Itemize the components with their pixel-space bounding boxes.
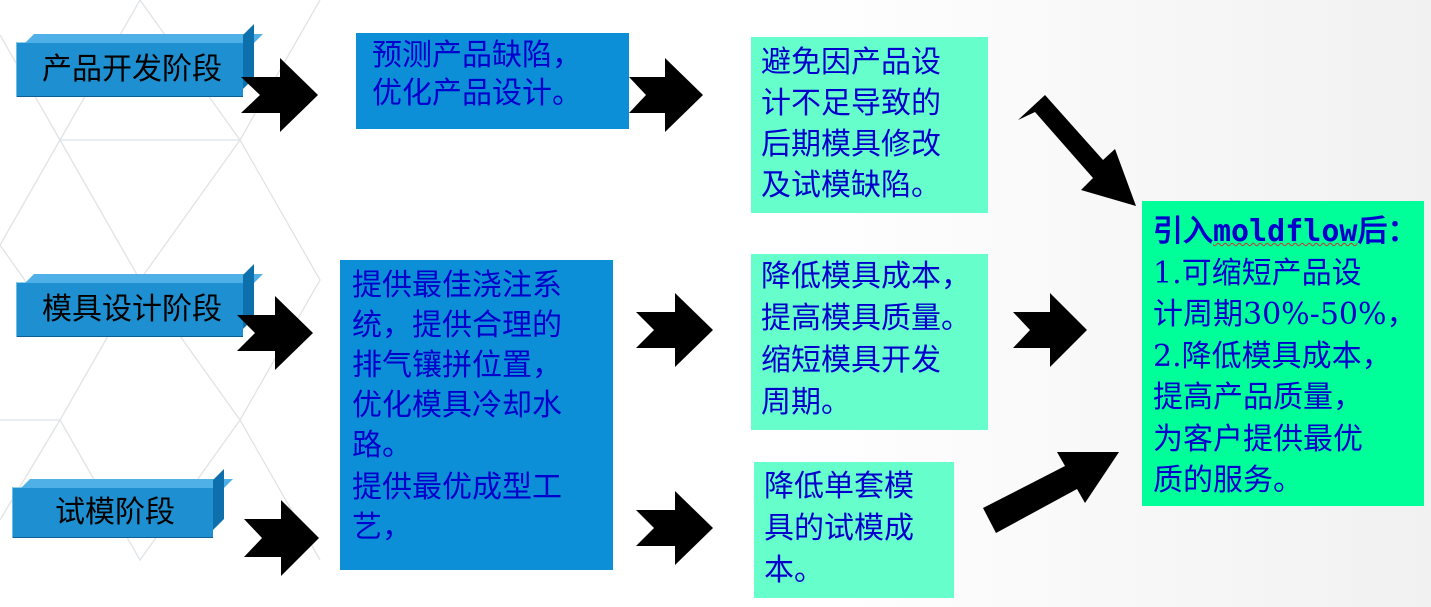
- text-line: 优化模具冷却水: [352, 388, 562, 423]
- text-line: 优化产品设计。: [372, 76, 582, 111]
- text-line: 提供最优成型工: [352, 470, 562, 505]
- summary-line: 提高产品质量，: [1153, 380, 1363, 415]
- text-line: 及试模缺陷。: [761, 168, 941, 203]
- text-line: 统，提供合理的: [352, 308, 562, 343]
- text-line: 缩短模具开发: [761, 343, 941, 378]
- summary-line: 为客户提供最优: [1153, 421, 1363, 457]
- text-line: 提供最佳浇注系: [352, 268, 562, 303]
- stage-label: 试模阶段: [55, 495, 175, 530]
- summary-line: 1.可缩短产品设: [1153, 255, 1362, 291]
- summary-line: 计周期30%-50%，: [1153, 297, 1417, 332]
- text-line: 路。: [352, 428, 412, 463]
- text-line: 提高模具质量。: [761, 301, 971, 336]
- text-line: 预测产品缺陷，: [372, 38, 582, 73]
- stage-mold-design: 模具设计阶段: [16, 282, 243, 337]
- text-line: 周期。: [761, 385, 851, 420]
- summary-title-keyword: moldflow: [1213, 214, 1358, 249]
- text-line: 本。: [764, 553, 824, 588]
- benefit-box-mold: 降低模具成本， 提高模具质量。 缩短模具开发 周期。: [751, 254, 988, 430]
- stage-product-development: 产品开发阶段: [16, 42, 243, 97]
- text-line: 排气镶拼位置，: [352, 348, 562, 383]
- benefit-box-trial: 降低单套模 具的试模成 本。: [754, 462, 954, 598]
- text-line: 避免因产品设: [761, 45, 941, 80]
- stage-label: 产品开发阶段: [42, 52, 222, 87]
- stage-trial-mold: 试模阶段: [12, 487, 213, 538]
- text-line: 后期模具修改: [761, 127, 941, 162]
- stage-label: 模具设计阶段: [42, 292, 222, 327]
- text-line: 降低单套模: [764, 469, 914, 504]
- action-box-product: 预测产品缺陷， 优化产品设计。: [356, 33, 629, 129]
- summary-box: 引入moldflow后： 1.可缩短产品设 计周期30%-50%， 2.降低模具…: [1142, 201, 1424, 506]
- text-line: 艺，: [352, 510, 412, 545]
- text-line: 计不足导致的: [761, 86, 941, 121]
- summary-line: 质的服务。: [1153, 463, 1303, 498]
- text-line: 降低模具成本，: [761, 259, 971, 294]
- action-box-mold-trial: 提供最佳浇注系 统，提供合理的 排气镶拼位置， 优化模具冷却水 路。 提供最优成…: [340, 260, 613, 570]
- summary-line: 2.降低模具成本，: [1153, 338, 1392, 374]
- summary-title-prefix: 引入: [1153, 214, 1213, 249]
- text-line: 具的试模成: [764, 511, 914, 546]
- summary-title: 引入moldflow后：: [1153, 211, 1424, 253]
- benefit-box-product: 避免因产品设 计不足导致的 后期模具修改 及试模缺陷。: [751, 37, 988, 213]
- summary-title-suffix: 后：: [1357, 214, 1418, 249]
